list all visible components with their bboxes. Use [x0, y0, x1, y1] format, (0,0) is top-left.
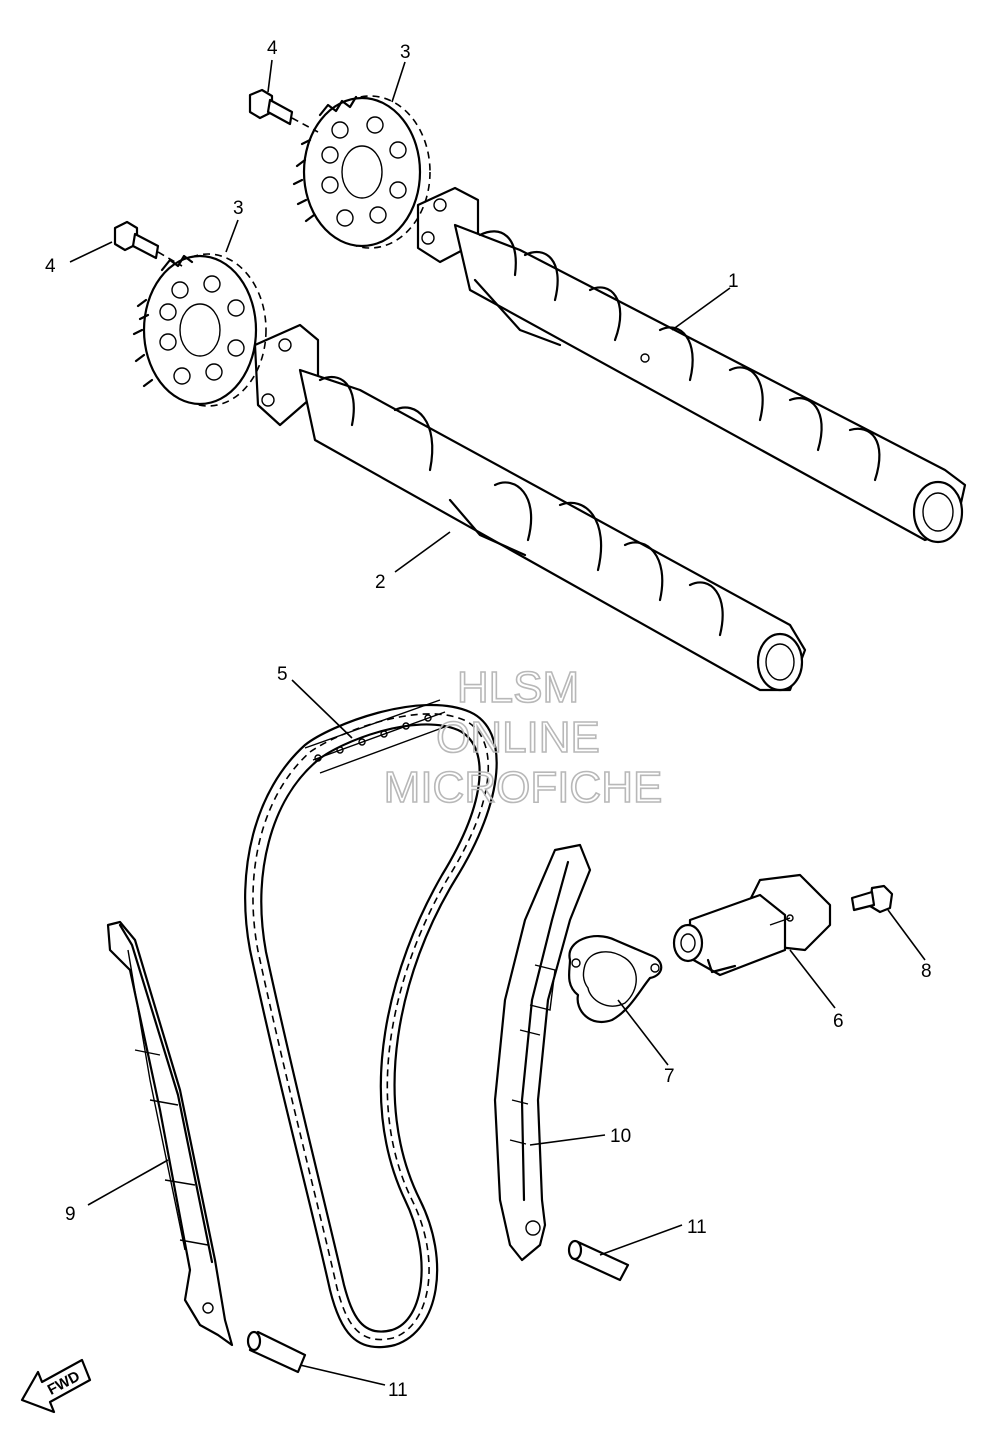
chain-guide-left [106, 920, 234, 1347]
callout-8: 8 [921, 961, 932, 982]
camshaft-1 [416, 186, 967, 544]
callout-4-upper: 4 [267, 38, 278, 59]
callout-3-lower: 3 [233, 198, 244, 219]
callout-7: 7 [664, 1066, 675, 1087]
callout-11-right: 11 [687, 1217, 707, 1238]
callout-4-lower: 4 [45, 256, 56, 277]
callout-11-left: 11 [388, 1380, 408, 1401]
callout-10: 10 [610, 1126, 631, 1147]
guide-pin-left [246, 1330, 307, 1374]
chain-guide-tensioner [493, 843, 592, 1262]
callout-9: 9 [65, 1204, 76, 1225]
sprocket-bolt-lower [113, 220, 183, 267]
callout-2: 2 [375, 572, 386, 593]
leader-lines [69, 59, 926, 1386]
cam-sprocket-upper [292, 95, 431, 249]
cam-chain-tensioner [672, 873, 832, 977]
cam-chain [244, 699, 498, 1349]
watermark-line-3: MICROFICHE [384, 763, 663, 812]
tensioner-bolt [850, 884, 894, 914]
callout-labels: 1 2 3 3 4 4 5 6 7 8 9 10 11 11 [45, 38, 932, 1401]
watermark: HLSM ONLINE MICROFICHE [383, 662, 663, 813]
forward-direction-badge: FWD [20, 1358, 92, 1414]
callout-6: 6 [833, 1011, 844, 1032]
callout-1: 1 [728, 271, 739, 292]
cam-sprocket-lower [132, 253, 267, 407]
callout-5: 5 [277, 664, 288, 685]
guide-pin-right [567, 1239, 630, 1282]
camshaft-2 [253, 323, 807, 692]
sprocket-bolt-upper [248, 88, 319, 133]
callout-3-upper: 3 [400, 42, 411, 63]
tensioner-gasket [568, 935, 663, 1023]
watermark-line-1: HLSM [457, 663, 579, 712]
watermark-line-2: ONLINE [436, 713, 600, 762]
